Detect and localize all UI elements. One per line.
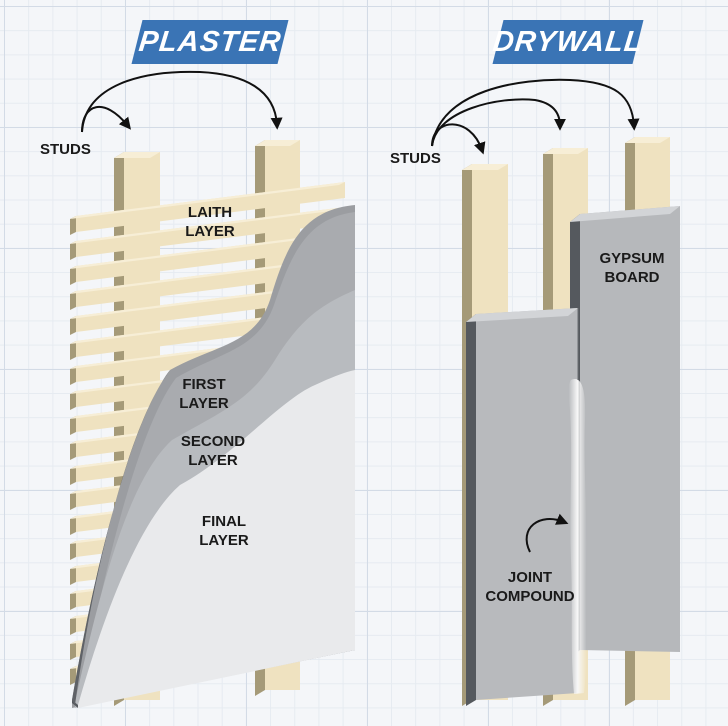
lath-strip bbox=[70, 182, 345, 235]
plaster-studs-label-text: STUDS bbox=[40, 141, 91, 158]
final-layer-label-line-1: FINAL bbox=[201, 513, 247, 530]
joint-compound-label: JOINT COMPOUND bbox=[473, 568, 587, 606]
laith-layer-label-line-2: LAYER bbox=[185, 223, 235, 240]
final-layer-label-line-2: LAYER bbox=[199, 532, 249, 549]
lath-strip bbox=[70, 207, 345, 260]
joint-compound-label-line-1: JOINT bbox=[507, 569, 553, 586]
plaster-final-coat bbox=[78, 370, 355, 708]
laith-layer-label: LAITH LAYER bbox=[178, 203, 242, 241]
drywall-title: DRYWALL bbox=[491, 25, 645, 58]
gypsum-board-label: GYPSUM BOARD bbox=[590, 249, 674, 287]
plaster-title: PLASTER bbox=[137, 25, 283, 58]
second-layer-label-line-1: SECOND bbox=[180, 433, 246, 450]
drywall-studs-label: STUDS bbox=[390, 149, 441, 168]
gypsum-board-label-line-1: GYPSUM bbox=[599, 250, 665, 267]
joint-compound-label-line-2: COMPOUND bbox=[485, 588, 575, 605]
first-layer-label: FIRST LAYER bbox=[172, 375, 236, 413]
drywall-studs-arrow bbox=[431, 78, 640, 155]
lath-strip bbox=[70, 257, 345, 310]
gypsum-board-label-line-2: BOARD bbox=[604, 269, 660, 286]
gypsum-board-left bbox=[466, 308, 578, 706]
drywall-title-banner: DRYWALL bbox=[491, 20, 645, 64]
final-layer-label: FINAL LAYER bbox=[190, 512, 258, 550]
lath-strip bbox=[70, 232, 345, 285]
plaster-studs-arrow bbox=[81, 70, 283, 133]
second-layer-label: SECOND LAYER bbox=[171, 432, 255, 470]
joint-compound-stripe bbox=[568, 379, 587, 694]
laith-layer-label-line-1: LAITH bbox=[187, 204, 233, 221]
plaster-coats bbox=[72, 205, 355, 708]
joint-compound-arrow bbox=[525, 513, 569, 553]
first-layer-label-line-2: LAYER bbox=[179, 395, 229, 412]
plaster-studs-label: STUDS bbox=[40, 140, 91, 159]
first-layer-label-line-1: FIRST bbox=[182, 376, 226, 393]
second-layer-label-line-2: LAYER bbox=[188, 452, 238, 469]
drywall-studs-label-text: STUDS bbox=[390, 150, 441, 167]
plaster-title-banner: PLASTER bbox=[131, 20, 289, 64]
